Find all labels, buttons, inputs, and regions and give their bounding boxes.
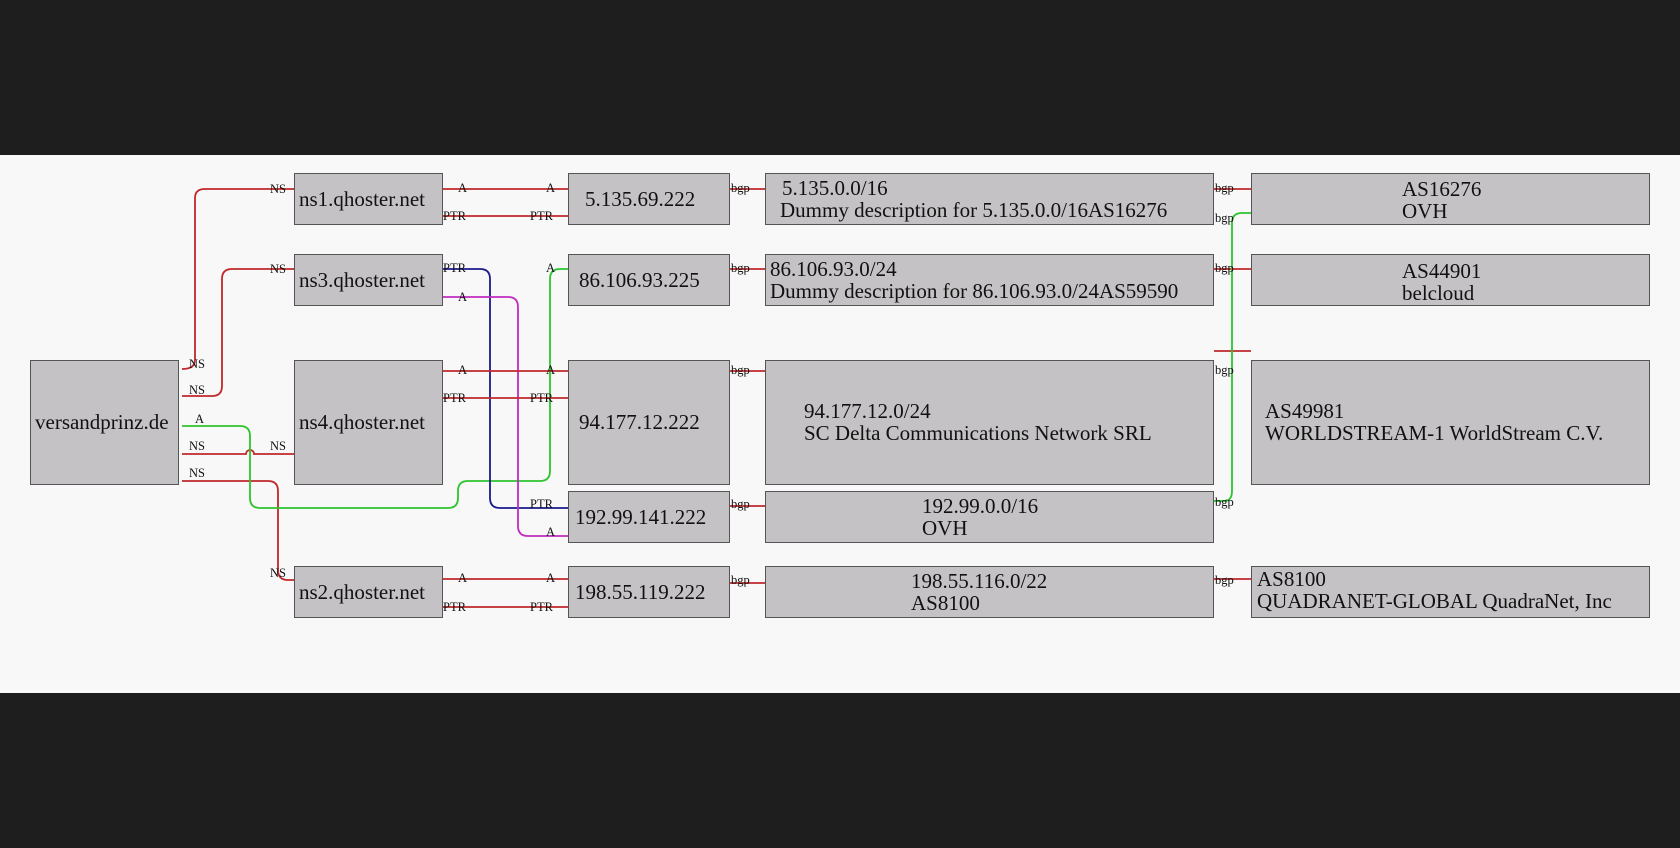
node-prefix-1-line1: 5.135.0.0/16 bbox=[782, 176, 888, 200]
edge-label-a: A bbox=[546, 363, 556, 377]
node-prefix-1[interactable]: 5.135.0.0/16 Dummy description for 5.135… bbox=[765, 173, 1214, 225]
node-ip2-label: 86.106.93.225 bbox=[579, 268, 700, 292]
edge-label-ptr: PTR bbox=[530, 209, 553, 223]
edge-domain-ns2 bbox=[182, 480, 294, 581]
edge-label-ns: NS bbox=[270, 566, 286, 580]
node-domain[interactable]: versandprinz.de bbox=[30, 360, 179, 485]
node-ip3-label: 94.177.12.222 bbox=[579, 410, 700, 434]
node-prefix-2-line2: Dummy description for 86.106.93.0/24AS59… bbox=[770, 279, 1179, 303]
edge-domain-ns3 bbox=[182, 268, 294, 397]
edge-label-bgp: bgp bbox=[1215, 495, 1234, 509]
edge-label-bgp: bgp bbox=[1215, 573, 1234, 587]
node-prefix-3-line1: 94.177.12.0/24 bbox=[804, 399, 931, 423]
node-as-3-line1: AS49981 bbox=[1265, 399, 1345, 423]
node-prefix-3[interactable]: 94.177.12.0/24 SC Delta Communications N… bbox=[765, 360, 1214, 485]
edge-label-ns: NS bbox=[270, 439, 286, 453]
edge-label-ns: NS bbox=[270, 182, 286, 196]
node-as-3-line2: WORLDSTREAM-1 WorldStream C.V. bbox=[1265, 421, 1604, 445]
edges-layer bbox=[181, 188, 1251, 608]
edge-ns3-a-ip4 bbox=[443, 296, 568, 537]
edge-label-ptr: PTR bbox=[530, 600, 553, 614]
node-as-2-line1: AS44901 bbox=[1402, 259, 1482, 283]
edge-label-a: A bbox=[195, 412, 205, 426]
edge-label-ptr: PTR bbox=[443, 391, 466, 405]
edge-label-a: A bbox=[546, 525, 556, 539]
node-prefix-5[interactable]: 198.55.116.0/22 AS8100 bbox=[765, 566, 1214, 618]
node-domain-label: versandprinz.de bbox=[35, 410, 169, 434]
node-prefix-2-line1: 86.106.93.0/24 bbox=[770, 257, 897, 281]
node-prefix-4[interactable]: 192.99.0.0/16 OVH bbox=[765, 491, 1214, 543]
edge-domain-a-ip2 bbox=[182, 268, 568, 509]
edge-label-ptr: PTR bbox=[443, 600, 466, 614]
node-ip1[interactable]: 5.135.69.222 bbox=[568, 173, 730, 225]
node-ns3[interactable]: ns3.qhoster.net bbox=[294, 254, 443, 306]
node-ns2[interactable]: ns2.qhoster.net bbox=[294, 566, 443, 618]
edge-label-ptr: PTR bbox=[530, 497, 553, 511]
edge-label-bgp: bgp bbox=[731, 181, 750, 195]
edge-label-bgp: bgp bbox=[1215, 211, 1234, 225]
node-ip3[interactable]: 94.177.12.222 bbox=[568, 360, 730, 485]
edge-label-ns: NS bbox=[270, 262, 286, 276]
node-ip1-label: 5.135.69.222 bbox=[585, 187, 696, 211]
node-ip5[interactable]: 198.55.119.222 bbox=[568, 566, 730, 618]
node-ns1-label: ns1.qhoster.net bbox=[299, 187, 425, 211]
node-ip2[interactable]: 86.106.93.225 bbox=[568, 254, 730, 306]
node-ip4[interactable]: 192.99.141.222 bbox=[568, 491, 730, 543]
node-prefix-2[interactable]: 86.106.93.0/24 Dummy description for 86.… bbox=[765, 254, 1214, 306]
edge-label-a: A bbox=[458, 290, 468, 304]
edge-label-ptr: PTR bbox=[530, 391, 553, 405]
node-prefix-5-line2: AS8100 bbox=[911, 591, 980, 615]
node-ns3-label: ns3.qhoster.net bbox=[299, 268, 425, 292]
edge-label-a: A bbox=[546, 571, 556, 585]
edge-label-ns: NS bbox=[189, 383, 205, 397]
node-ip5-label: 198.55.119.222 bbox=[575, 580, 706, 604]
edge-label-ptr: PTR bbox=[443, 261, 466, 275]
edge-domain-ns1 bbox=[181, 188, 294, 370]
node-as-2[interactable]: AS44901 belcloud bbox=[1251, 254, 1650, 306]
edge-label-bgp: bgp bbox=[1215, 261, 1234, 275]
node-ns1[interactable]: ns1.qhoster.net bbox=[294, 173, 443, 225]
node-as-3[interactable]: AS49981 WORLDSTREAM-1 WorldStream C.V. bbox=[1251, 360, 1650, 485]
edge-label-ns: NS bbox=[189, 439, 205, 453]
edge-label-bgp: bgp bbox=[731, 497, 750, 511]
node-ns4[interactable]: ns4.qhoster.net bbox=[294, 360, 443, 485]
node-as-5[interactable]: AS8100 QUADRANET-GLOBAL QuadraNet, Inc bbox=[1251, 566, 1650, 618]
node-ip4-label: 192.99.141.222 bbox=[575, 505, 707, 529]
node-as-5-line2: QUADRANET-GLOBAL QuadraNet, Inc bbox=[1257, 589, 1612, 613]
node-as-1-line2: OVH bbox=[1402, 199, 1448, 223]
edge-label-bgp: bgp bbox=[731, 363, 750, 377]
node-prefix-4-line2: OVH bbox=[922, 516, 968, 540]
edge-label-a: A bbox=[458, 571, 468, 585]
edge-label-a: A bbox=[546, 181, 556, 195]
edge-label-bgp: bgp bbox=[731, 261, 750, 275]
node-ns4-label: ns4.qhoster.net bbox=[299, 410, 425, 434]
edge-pfx4-as1 bbox=[1214, 212, 1251, 502]
graph-canvas: versandprinz.de ns1.qhoster.net ns3.qhos… bbox=[0, 155, 1680, 693]
edge-label-ns: NS bbox=[189, 466, 205, 480]
node-prefix-4-line1: 192.99.0.0/16 bbox=[922, 494, 1039, 518]
edge-label-ptr: PTR bbox=[443, 209, 466, 223]
edge-label-bgp: bgp bbox=[731, 573, 750, 587]
node-prefix-1-line2: Dummy description for 5.135.0.0/16AS1627… bbox=[780, 198, 1168, 222]
node-prefix-5-line1: 198.55.116.0/22 bbox=[911, 569, 1048, 593]
node-as-1[interactable]: AS16276 OVH bbox=[1251, 173, 1650, 225]
node-prefix-3-line2: SC Delta Communications Network SRL bbox=[804, 421, 1152, 445]
edge-label-ns: NS bbox=[189, 357, 205, 371]
edge-label-bgp: bgp bbox=[1215, 363, 1234, 377]
edge-ns3-ptr-ip4 bbox=[443, 268, 568, 509]
node-as-1-line1: AS16276 bbox=[1402, 177, 1482, 201]
node-as-5-line1: AS8100 bbox=[1257, 567, 1326, 591]
edge-label-a: A bbox=[458, 363, 468, 377]
node-ns2-label: ns2.qhoster.net bbox=[299, 580, 425, 604]
edge-label-bgp: bgp bbox=[1215, 181, 1234, 195]
edge-label-a: A bbox=[546, 261, 556, 275]
edge-label-a: A bbox=[458, 181, 468, 195]
node-as-2-line2: belcloud bbox=[1402, 281, 1475, 305]
